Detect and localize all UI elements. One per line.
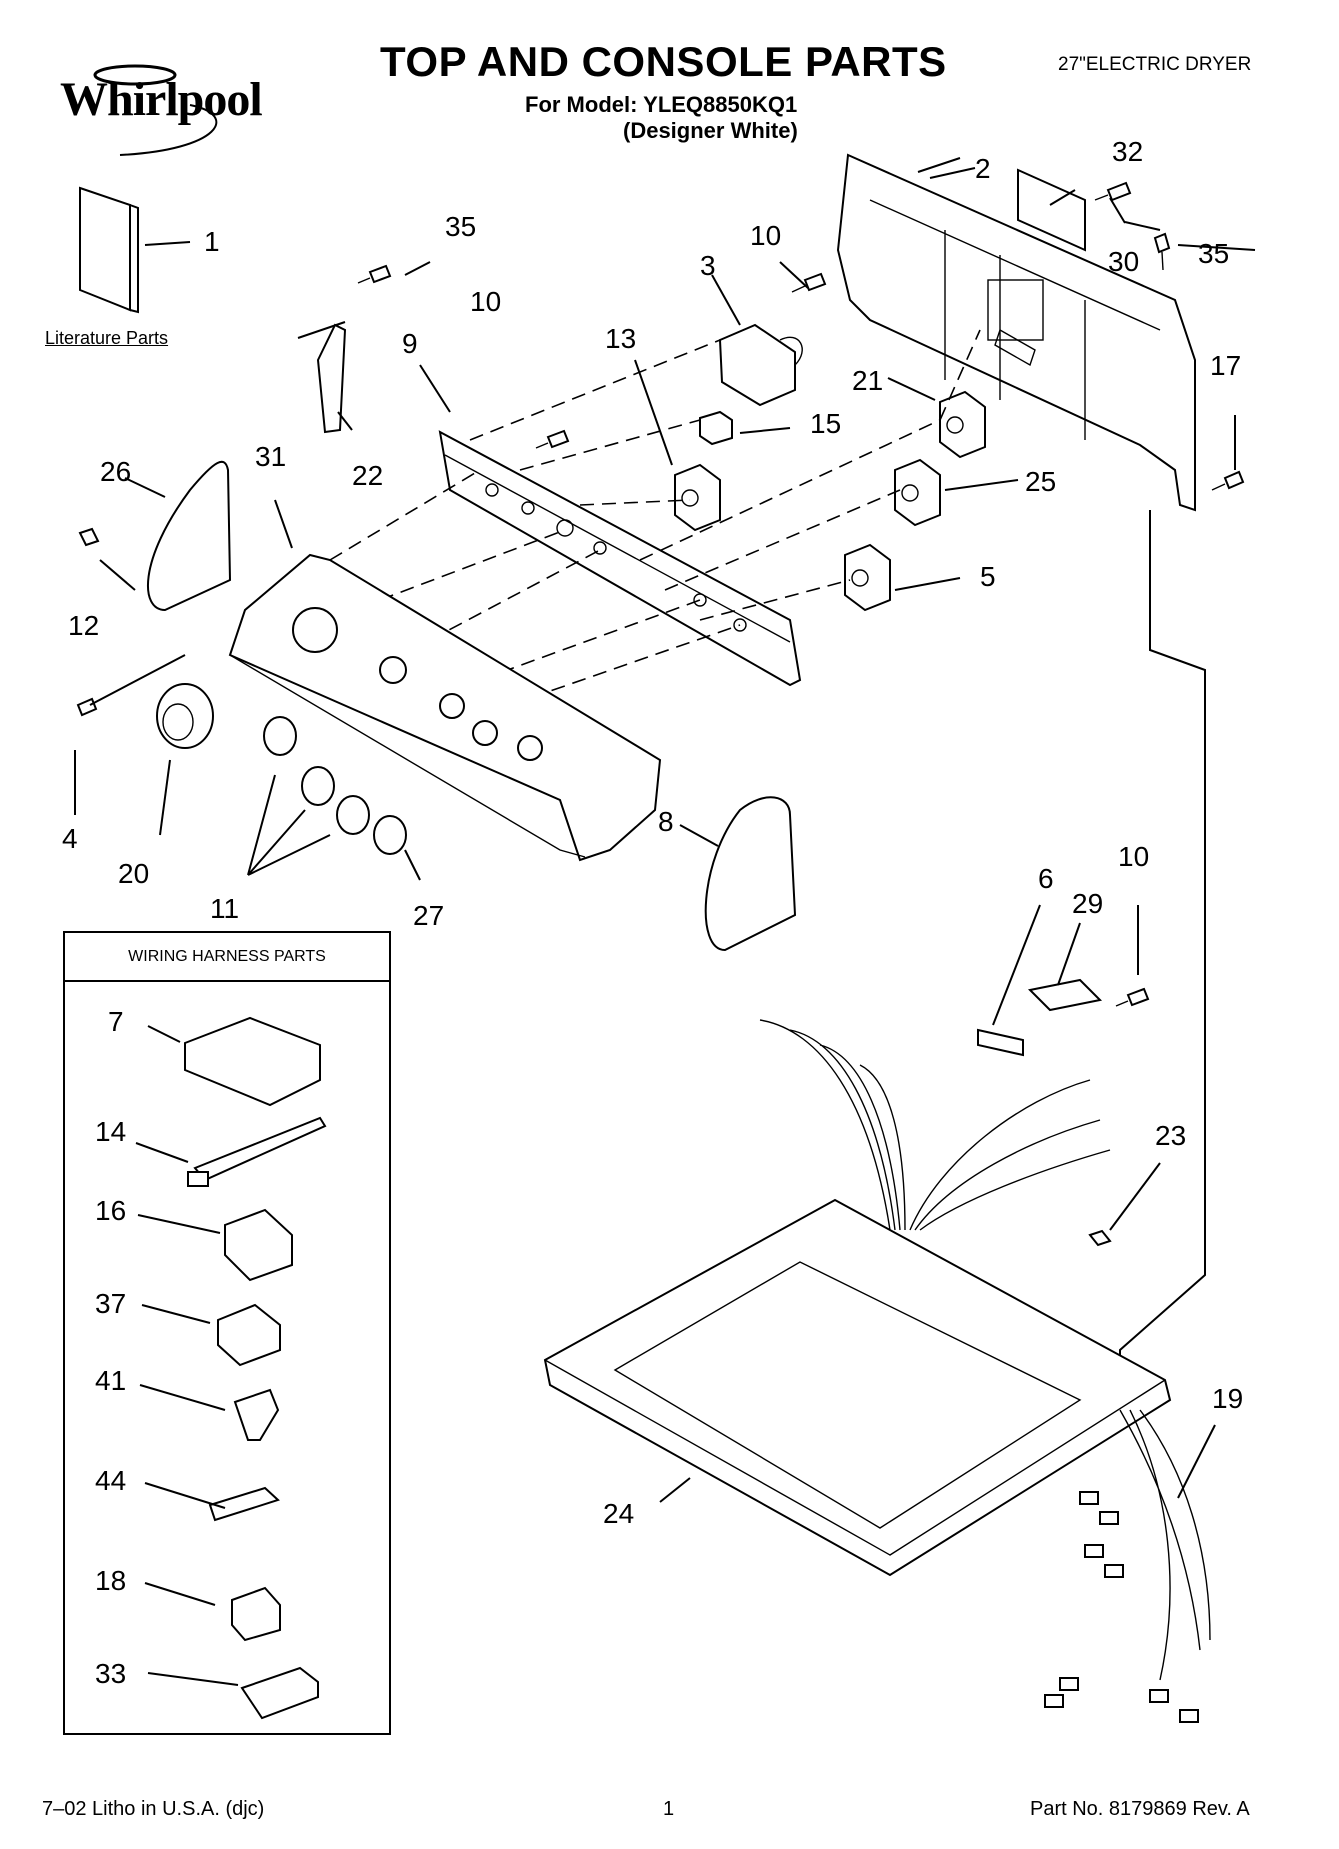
left-end-cap [147,460,232,612]
literature-booklet-icon [79,186,139,314]
switch-icon [674,390,986,612]
callout-14: 14 [95,1116,127,1147]
part-number: Part No. 8179869 Rev. A [1030,1798,1250,1820]
callout-3: 3 [700,250,716,281]
callout-35-b: 35 [1198,238,1230,269]
callout-32: 32 [1112,136,1144,167]
callout-22: 22 [352,460,384,491]
callout-12: 12 [68,610,100,641]
page-title: TOP AND CONSOLE PARTS [380,38,947,85]
page-number: 1 [663,1798,675,1820]
callout-8: 8 [658,806,674,837]
callout-30: 30 [1108,246,1140,277]
callout-25: 25 [1025,466,1057,497]
callout-33: 33 [95,1658,127,1689]
model-line: For Model: YLEQ8850KQ1 [525,92,798,117]
callout-2: 2 [975,153,991,184]
knob-icon [156,683,407,855]
callout-6: 6 [1038,863,1054,894]
callout-35-a: 35 [445,211,477,242]
wiring-harness-parts-box: WIRING HARNESS PARTS [63,931,391,1735]
brand-logo-text: Whirlpool [60,73,263,126]
product-label: 27"ELECTRIC DRYER [1058,54,1252,75]
callout-17: 17 [1210,350,1242,381]
harness-box-title: WIRING HARNESS PARTS [65,933,389,982]
timer-icon [718,323,803,407]
console-panel [228,553,662,862]
callout-41: 41 [95,1365,127,1396]
wiring-harness-icon [759,978,1211,1723]
callout-24: 24 [603,1498,635,1529]
callout-29: 29 [1072,888,1104,919]
callout-18: 18 [95,1565,127,1596]
callout-23: 23 [1155,1120,1187,1151]
callout-19: 19 [1212,1383,1244,1414]
callout-16: 16 [95,1195,127,1226]
callout-15: 15 [810,408,842,439]
callout-10-c: 10 [1118,841,1150,872]
right-end-cap [704,796,797,952]
control-bracket [438,430,802,687]
callout-9: 9 [402,328,418,359]
console-rear-panel [836,153,1196,512]
callout-26: 26 [100,456,132,487]
callout-7: 7 [108,1006,124,1037]
screw-icon [76,181,1245,1007]
literature-parts-label: Literature Parts [45,328,169,348]
callout-13: 13 [605,323,637,354]
callout-5: 5 [980,561,996,592]
harness-part-icons [135,1016,327,1720]
top-frame [543,1198,1172,1577]
callout-11: 11 [210,893,240,924]
callout-21: 21 [852,365,884,396]
callout-31: 31 [255,441,287,472]
logo-swoosh-icon [93,64,218,156]
callout-1: 1 [204,226,220,257]
callout-10-a: 10 [470,286,502,317]
callout-20: 20 [118,858,150,889]
callout-37: 37 [95,1288,127,1319]
callout-4: 4 [62,823,78,854]
callout-44: 44 [95,1465,127,1496]
callout-10-b: 10 [750,220,782,251]
variant-line: (Designer White) [623,118,798,143]
brand-logo [40,55,280,165]
callout-27: 27 [413,900,445,931]
footer-print-info: 7–02 Litho in U.S.A. (djc) [42,1798,265,1820]
